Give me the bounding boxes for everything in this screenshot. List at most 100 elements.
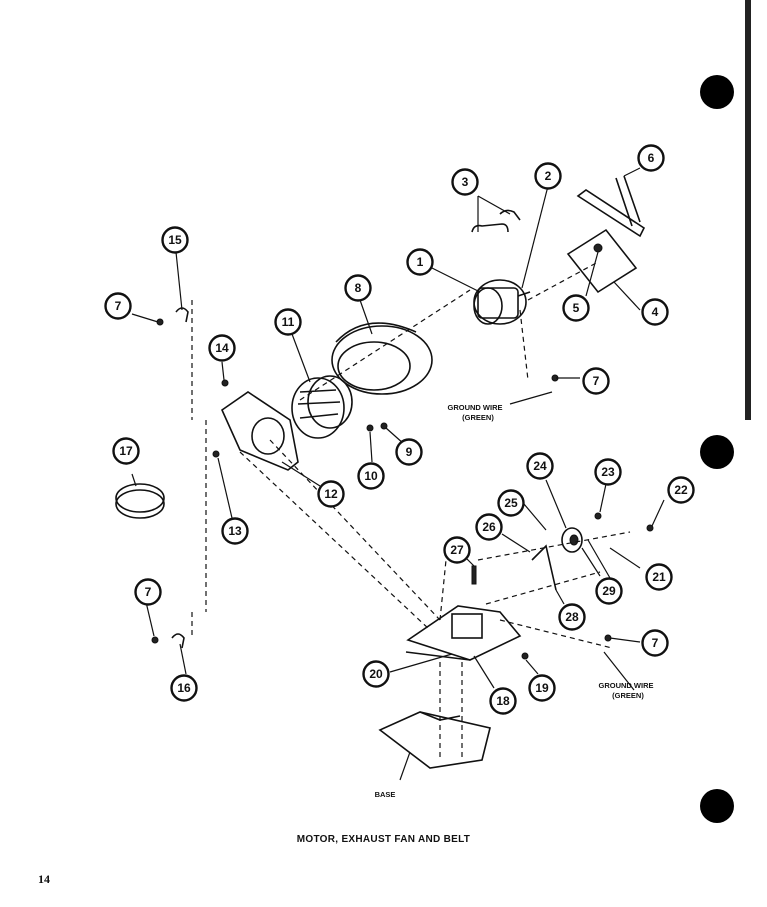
svg-text:8: 8 [355,281,362,295]
svg-text:10: 10 [364,469,378,483]
svg-text:23: 23 [601,465,615,479]
callout-7d: 7 [641,629,669,657]
page-edge-shadow [745,0,751,420]
svg-text:28: 28 [565,610,579,624]
svg-text:13: 13 [228,524,242,538]
svg-text:21: 21 [652,570,666,584]
svg-text:12: 12 [324,487,338,501]
ground-wire-label-1: GROUND WIRE [448,403,503,412]
callout-23: 23 [594,458,622,486]
svg-text:2: 2 [545,169,552,183]
blower-housing-part [331,322,433,395]
spring-27 [471,565,477,585]
screw-10 [366,424,374,432]
binder-hole-top [700,75,734,109]
callout-16: 16 [170,674,198,702]
binder-hole-bottom [700,789,734,823]
callout-28: 28 [558,603,586,631]
callout-8: 8 [344,274,372,302]
callout-19: 19 [528,674,556,702]
callout-15: 15 [161,226,189,254]
drum-belt-part [115,483,165,519]
screw-9 [380,422,388,430]
svg-text:6: 6 [648,151,655,165]
screw-22 [646,524,654,532]
svg-text:11: 11 [282,315,295,329]
callout-4: 4 [641,298,669,326]
motor-mount-part [405,605,522,661]
callout-22: 22 [667,476,695,504]
callout-10: 10 [357,462,385,490]
callout-1: 1 [406,248,434,276]
callout-7c: 7 [582,367,610,395]
screw-13 [212,450,220,458]
callout-5: 5 [562,294,590,322]
idler-arm-part [531,544,557,591]
callout-25: 25 [497,489,525,517]
clip-16 [171,633,185,649]
callout-20: 20 [362,660,390,688]
callout-13: 13 [221,517,249,545]
leader-lines [131,167,665,781]
ground-wire-color-1: (GREEN) [462,413,494,422]
callout-17: 17 [112,437,140,465]
svg-text:7: 7 [115,299,122,313]
svg-text:17: 17 [119,444,133,458]
callout-24: 24 [526,452,554,480]
svg-text:3: 3 [462,175,469,189]
clip-15 [175,307,189,323]
binder-hole-middle [700,435,734,469]
motor-part [473,279,531,325]
svg-text:5: 5 [573,301,580,315]
motor-clips-part [471,209,521,233]
callout-29: 29 [595,577,623,605]
svg-text:18: 18 [496,694,510,708]
callout-9: 9 [395,438,423,466]
callout-7b: 7 [134,578,162,606]
screw-7b [151,636,159,644]
svg-text:19: 19 [535,681,549,695]
screw-19 [521,652,529,660]
idler-bracket-part [576,175,646,238]
base-label: BASE [375,790,396,799]
screw-14 [221,379,229,387]
ground-wire-label-2: GROUND WIRE [599,681,654,690]
svg-text:22: 22 [674,483,688,497]
exploded-view-lines [191,261,631,760]
svg-text:4: 4 [652,305,659,319]
svg-text:24: 24 [533,459,547,473]
svg-text:26: 26 [482,520,496,534]
screw-23 [594,512,602,520]
blower-cover-part [220,391,299,471]
callout-7a: 7 [104,292,132,320]
page-number: 14 [38,872,50,886]
svg-text:9: 9 [406,445,413,459]
svg-text:16: 16 [177,681,191,695]
fan-wheel-part [291,375,353,439]
svg-text:1: 1 [417,255,424,269]
callout-3: 3 [451,168,479,196]
switch-part [566,228,638,294]
base-part [378,711,491,769]
callout-18: 18 [489,687,517,715]
callout-14: 14 [208,334,236,362]
callout-26: 26 [475,513,503,541]
callout-11: 11 [274,308,302,336]
svg-text:14: 14 [215,341,229,355]
svg-text:7: 7 [652,636,659,650]
svg-text:15: 15 [168,233,182,247]
callout-2: 2 [534,162,562,190]
svg-text:25: 25 [504,496,518,510]
callout-6: 6 [637,144,665,172]
svg-text:29: 29 [602,584,616,598]
ground-wire-color-2: (GREEN) [612,691,644,700]
svg-text:20: 20 [369,667,383,681]
callout-21: 21 [645,563,673,591]
callout-27: 27 [443,536,471,564]
svg-text:7: 7 [145,585,152,599]
svg-text:7: 7 [593,374,600,388]
svg-text:27: 27 [450,543,464,557]
idler-pulley-part [561,527,583,553]
callout-12: 12 [317,480,345,508]
